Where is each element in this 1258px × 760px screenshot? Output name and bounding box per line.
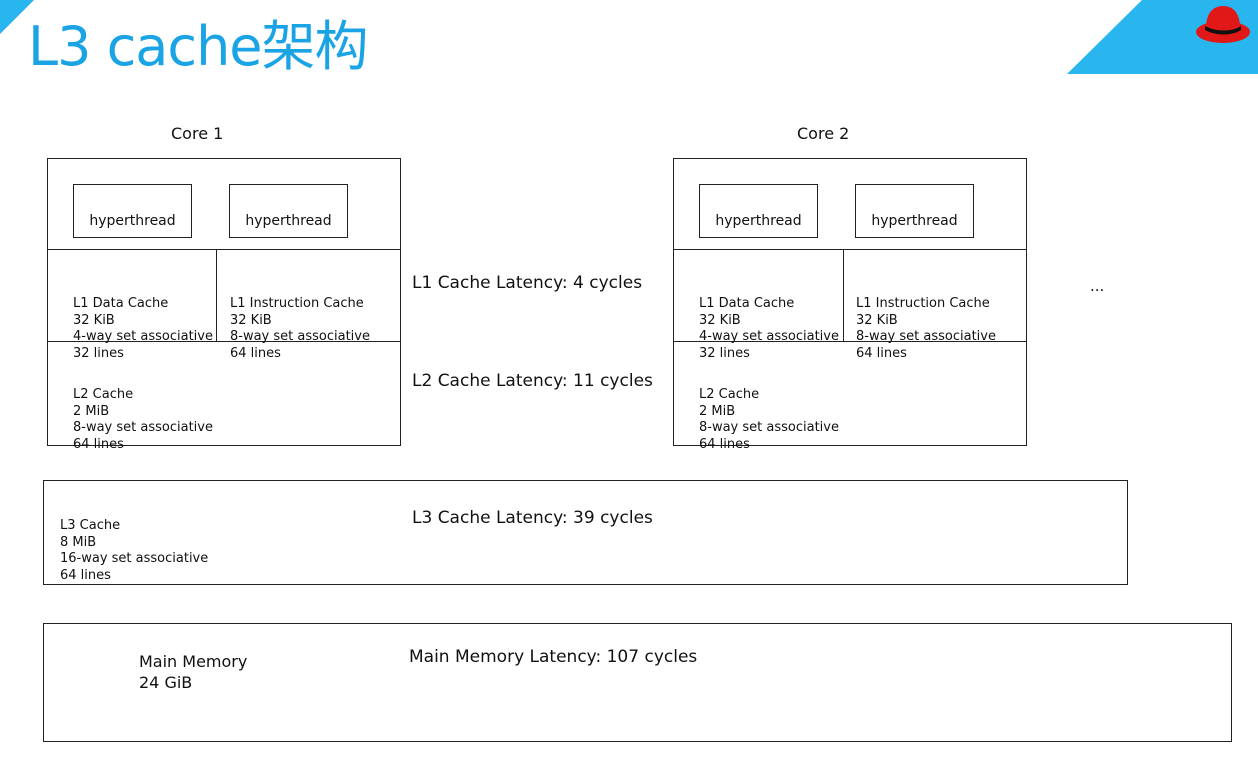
- core-2-divider-l1: [843, 249, 844, 341]
- slide-title: L3 cache架构: [28, 15, 369, 78]
- core-2-divider-top: [673, 249, 1027, 250]
- main-memory-latency-label: Main Memory Latency: 107 cycles: [409, 647, 698, 667]
- l1-latency-label: L1 Cache Latency: 4 cycles: [412, 273, 643, 293]
- core-1-hyperthread-2: hyperthread: [229, 184, 348, 238]
- core-1-hyperthread-1: hyperthread: [73, 184, 192, 238]
- l3-latency-label: L3 Cache Latency: 39 cycles: [412, 508, 653, 528]
- corner-accent-left: [0, 0, 34, 34]
- l2-latency-label: L2 Cache Latency: 11 cycles: [412, 371, 653, 391]
- core-1-divider-mid: [47, 341, 401, 342]
- core-1-box: [47, 158, 401, 446]
- core-2-divider-mid: [673, 341, 1027, 342]
- core-2-box: [673, 158, 1027, 446]
- core-1-label: Core 1: [171, 124, 224, 143]
- core-2-hyperthread-2: hyperthread: [855, 184, 974, 238]
- main-memory-box: [43, 623, 1232, 742]
- more-cores-ellipsis: ...: [1090, 277, 1105, 295]
- core-2-label: Core 2: [797, 124, 850, 143]
- core-2-hyperthread-1: hyperthread: [699, 184, 818, 238]
- core-1-divider-top: [47, 249, 401, 250]
- core-1-divider-l1: [216, 249, 217, 341]
- l3-cache-box: [43, 480, 1128, 585]
- red-hat-logo-icon: [1196, 6, 1250, 43]
